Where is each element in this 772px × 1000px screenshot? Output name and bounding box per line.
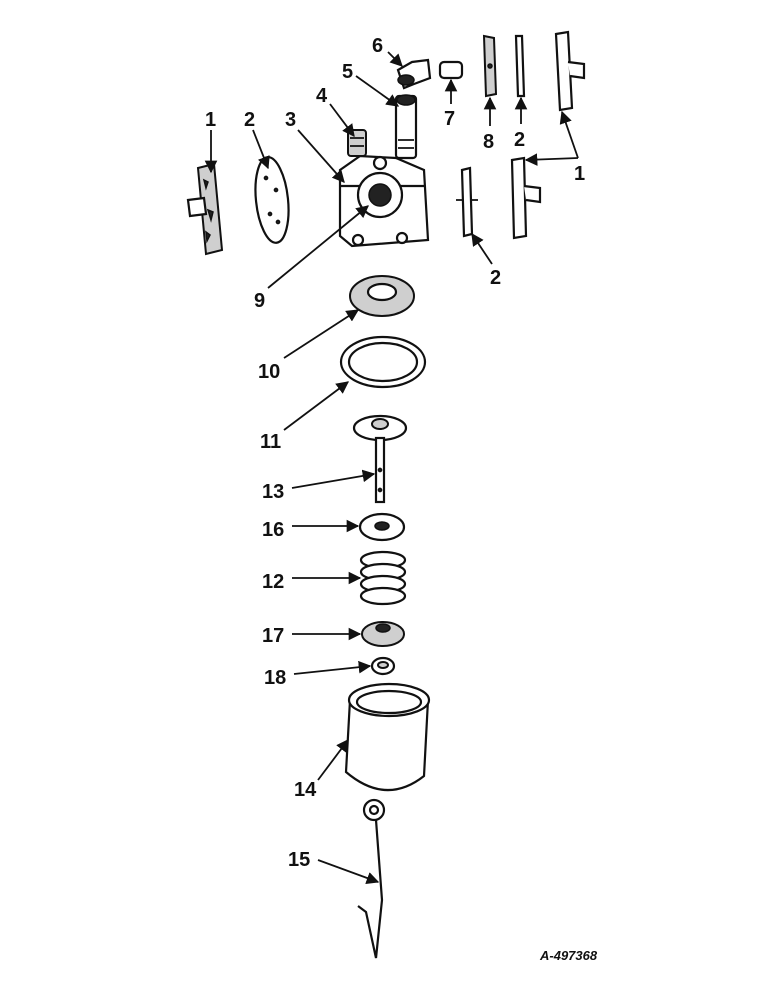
part-1-lower-cover <box>510 156 542 240</box>
callout-6: 6 <box>372 35 383 57</box>
part-10-seal <box>349 275 415 317</box>
part-7-plug <box>438 60 464 80</box>
callout-17: 17 <box>262 625 284 647</box>
leader-lines <box>204 51 579 885</box>
callout-2-left: 2 <box>244 109 255 131</box>
part-2-left-gasket <box>254 156 290 244</box>
callout-5: 5 <box>342 61 353 83</box>
callout-4: 4 <box>316 85 328 107</box>
callout-12: 12 <box>262 571 284 593</box>
part-2-upper-gasket <box>514 34 526 98</box>
callout-18: 18 <box>264 667 286 689</box>
part-18-small-washer <box>370 656 396 676</box>
callout-8: 8 <box>483 131 494 153</box>
part-15-bail-wire <box>357 798 386 959</box>
callout-14: 14 <box>294 779 317 801</box>
callout-16: 16 <box>262 519 284 541</box>
callout-2-lower: 2 <box>490 267 501 289</box>
part-8-plate <box>482 34 498 98</box>
part-2-lower-gasket <box>456 166 478 238</box>
callout-3: 3 <box>285 109 296 131</box>
part-3-filter-head <box>338 154 430 248</box>
part-1-upper-cover <box>554 30 586 112</box>
callout-2-upper: 2 <box>514 129 525 151</box>
part-17-cup <box>361 621 405 647</box>
part-14-filter-bowl <box>344 682 431 792</box>
part-11-gasket-ring <box>339 335 427 389</box>
part-6-elbow <box>396 58 432 90</box>
callout-9: 9 <box>254 290 265 312</box>
part-12-spring <box>359 550 407 606</box>
callout-11: 11 <box>260 431 281 453</box>
callout-1-left: 1 <box>205 109 216 131</box>
part-13-valve-stem <box>352 414 408 504</box>
callout-15: 15 <box>288 849 310 871</box>
callout-10: 10 <box>258 361 280 383</box>
part-4-fitting <box>347 129 367 157</box>
callout-13: 13 <box>262 481 284 503</box>
part-1-left-cover <box>186 162 224 256</box>
figure-id: A-497368 <box>539 948 598 963</box>
part-16-washer <box>358 512 406 542</box>
callout-7: 7 <box>444 108 455 130</box>
callout-1-right: 1 <box>574 163 585 185</box>
callout-labels: 1 2 3 4 5 6 7 8 2 1 2 9 10 11 13 16 12 1… <box>205 35 598 963</box>
part-5-tube <box>394 94 418 160</box>
